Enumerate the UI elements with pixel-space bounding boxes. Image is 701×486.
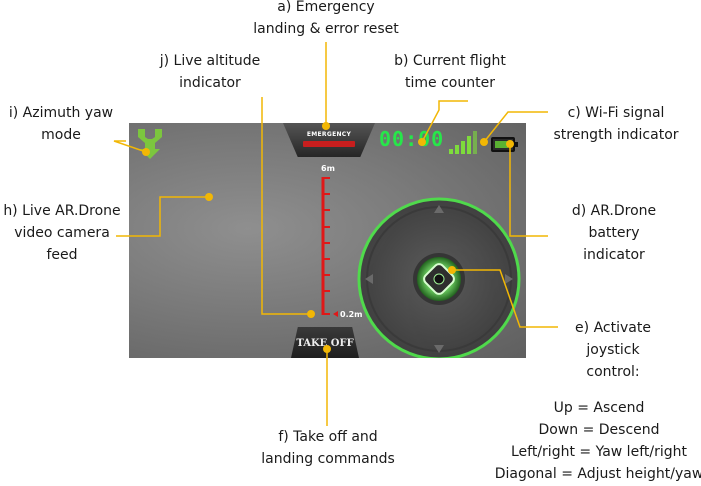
takeoff-button[interactable]: TAKE OFF [291,327,359,358]
emergency-button-label: EMERGENCY [306,131,352,138]
label-wifi-line1: c) Wi-Fi signal [567,105,665,121]
wifi-signal-icon [449,128,481,154]
label-emergency: a) Emergency landing & error reset [236,0,416,40]
label-emergency-line1: a) Emergency [277,0,375,15]
label-yaw-mode-line1: i) Azimuth yaw [8,105,114,121]
label-battery-line3: indicator [583,247,645,263]
label-joystick-line3: control: [586,364,640,380]
label-joystick-line1: e) Activate [575,320,651,336]
label-takeoff: f) Take off and landing commands [238,426,418,470]
legend-up: Up = Ascend [553,400,645,416]
label-altitude: j) Live altitude indicator [150,50,270,94]
drone-video-feed: EMERGENCY 00:00 6m 0.2m TAKE OFF [129,123,526,358]
label-battery-line1: d) AR.Drone [571,203,657,219]
label-battery-line2: battery [588,225,640,241]
joystick-legend: Up = Ascend Down = Descend Left/right = … [486,397,701,485]
label-wifi: c) Wi-Fi signal strength indicator [546,102,686,146]
label-flight-time-line1: b) Current flight [394,53,506,69]
battery-icon [491,137,518,152]
label-battery: d) AR.Drone battery indicator [548,200,680,266]
takeoff-button-label: TAKE OFF [296,338,354,349]
label-yaw-mode-line2: mode [41,127,81,143]
altitude-max-label: 6m [321,165,335,173]
altitude-indicator: 6m 0.2m [321,165,363,319]
altitude-min-label: 0.2m [340,310,363,319]
label-joystick: e) Activate joystick control: [548,317,678,383]
yaw-mode-icon[interactable] [135,127,165,161]
label-emergency-line2: landing & error reset [253,21,399,37]
label-flight-time: b) Current flight time counter [384,50,516,94]
label-wifi-line2: strength indicator [553,127,679,143]
label-video-feed-line2: video camera [14,225,110,241]
legend-diagonal: Diagonal = Adjust height/yaw [494,466,701,482]
emergency-stripe [303,141,355,147]
label-flight-time-line2: time counter [405,75,495,91]
label-takeoff-line1: f) Take off and [278,429,378,445]
joystick-left-arrow-icon [365,274,373,284]
label-altitude-line1: j) Live altitude [159,53,261,69]
label-yaw-mode: i) Azimuth yaw mode [2,102,120,146]
label-joystick-line2: joystick [586,342,640,358]
flight-time-counter: 00:00 [379,127,445,151]
joystick-down-arrow-icon [434,345,444,353]
label-video-feed-line1: h) Live AR.Drone [3,203,121,219]
legend-left-right: Left/right = Yaw left/right [511,444,687,460]
label-video-feed: h) Live AR.Drone video camera feed [0,200,124,266]
emergency-button[interactable]: EMERGENCY [283,123,375,157]
label-altitude-line2: indicator [179,75,241,91]
label-takeoff-line2: landing commands [261,451,395,467]
label-video-feed-line3: feed [46,247,78,263]
joystick-up-arrow-icon [434,205,444,213]
joystick-control[interactable] [353,195,523,358]
legend-down: Down = Descend [538,422,660,438]
